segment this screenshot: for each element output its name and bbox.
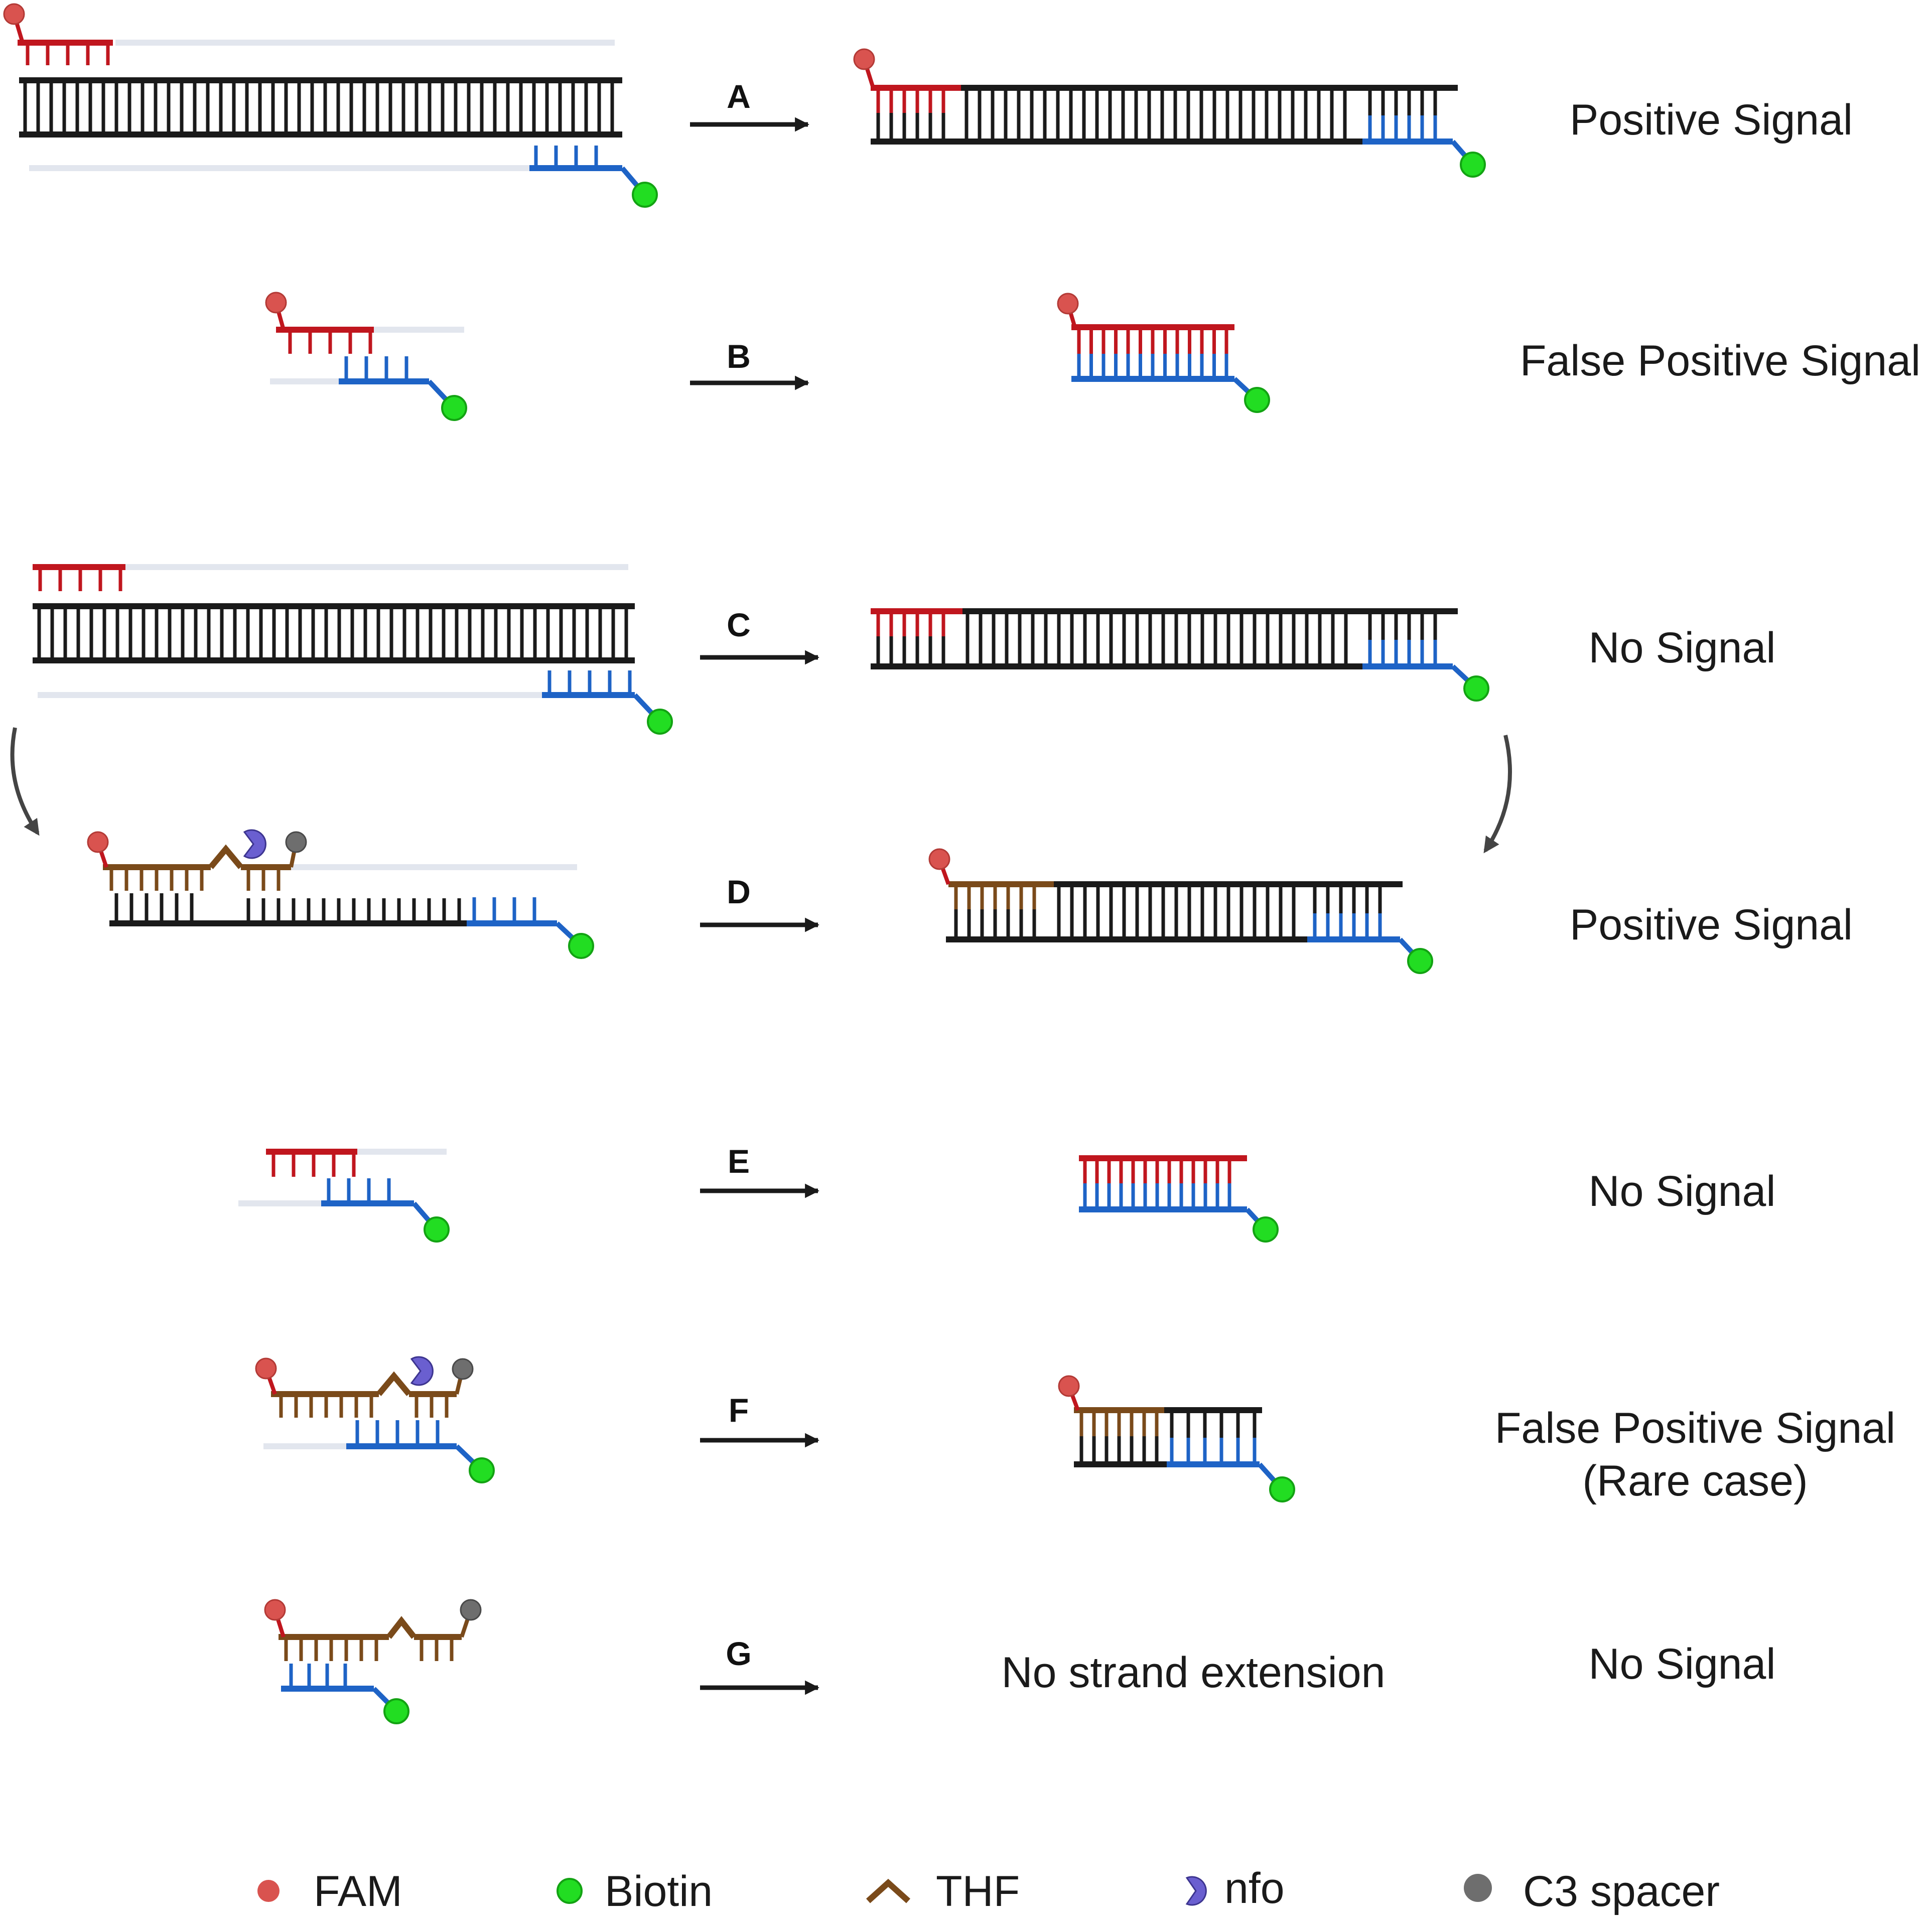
result-label-d: Positive Signal <box>1570 901 1853 949</box>
reaction-c-product <box>871 608 1489 702</box>
step-e: E <box>700 1143 819 1198</box>
reaction-e-reactants <box>238 1149 450 1243</box>
reaction-d-product <box>928 848 1433 974</box>
c3-spacer-icon <box>1464 1874 1492 1902</box>
step-c: C <box>700 606 819 665</box>
reaction-g-reactants <box>264 1599 482 1724</box>
step-d: D <box>700 873 819 932</box>
thf-icon <box>386 1616 417 1639</box>
reaction-c-reactants <box>33 564 673 735</box>
biotin-icon <box>568 933 594 959</box>
step-label: D <box>727 873 751 910</box>
result-label-f-note: (Rare case) <box>1582 1457 1808 1505</box>
biotin-icon <box>1253 1216 1279 1243</box>
legend-label: C3 spacer <box>1523 1867 1720 1915</box>
reaction-e-product <box>1079 1155 1279 1243</box>
reaction-b-product <box>1057 293 1270 413</box>
legend-item-fam: FAM <box>257 1867 402 1915</box>
result-label-g: No Signal <box>1589 1640 1776 1688</box>
result-label-e: No Signal <box>1589 1167 1776 1215</box>
thf-icon <box>208 844 243 869</box>
fam-icon <box>264 1599 286 1621</box>
thf-icon <box>376 1371 411 1396</box>
result-label-f: False Positive Signal <box>1495 1404 1895 1452</box>
fam-icon <box>265 292 287 314</box>
step-f: F <box>700 1392 819 1448</box>
legend-item-thf: THF <box>866 1867 1020 1915</box>
fam-icon <box>255 1357 277 1380</box>
reaction-a-reactants <box>3 3 658 208</box>
biotin-icon <box>557 1878 583 1904</box>
nfo-icon <box>1185 1876 1207 1906</box>
c3-spacer-icon <box>285 831 307 853</box>
thf-icon <box>866 1878 911 1903</box>
nfo-icon <box>410 1356 434 1386</box>
legend-item-c3-spacer: C3 spacer <box>1464 1867 1720 1915</box>
result-label-a: Positive Signal <box>1570 96 1853 144</box>
step-label: E <box>728 1143 750 1180</box>
reaction-d-reactants <box>87 829 594 959</box>
fam-icon <box>257 1880 280 1902</box>
fam-icon <box>1057 293 1079 315</box>
biotin-icon <box>1269 1476 1295 1502</box>
fam-icon <box>3 3 25 25</box>
biotin-icon <box>1460 152 1486 178</box>
legend-item-nfo: nfo <box>1185 1864 1285 1912</box>
biotin-icon <box>632 182 658 208</box>
step-label: G <box>726 1635 751 1672</box>
step-b: B <box>690 338 809 390</box>
fam-icon <box>87 831 109 853</box>
reaction-f-reactants <box>255 1356 495 1483</box>
c3-spacer-icon <box>460 1599 482 1621</box>
nfo-icon <box>243 829 266 859</box>
result-label-c: No Signal <box>1589 624 1776 672</box>
biotin-icon <box>1407 948 1433 974</box>
biotin-icon <box>441 395 467 421</box>
legend-label: FAM <box>314 1867 402 1915</box>
step-label: B <box>727 338 751 375</box>
legend: FAM Biotin THF nfo C3 spacer <box>257 1864 1720 1915</box>
fam-icon <box>928 848 950 870</box>
step-label: A <box>727 78 751 115</box>
step-g: G <box>700 1635 819 1695</box>
legend-label: THF <box>936 1867 1020 1915</box>
biotin-icon <box>1463 675 1489 702</box>
legend-item-biotin: Biotin <box>557 1867 713 1915</box>
legend-label: nfo <box>1224 1864 1285 1912</box>
curved-arrow-right <box>1483 735 1512 854</box>
step-label: F <box>729 1392 749 1429</box>
fam-icon <box>853 48 875 70</box>
biotin-icon <box>647 709 673 735</box>
reaction-b-reactants <box>265 292 467 421</box>
reaction-a-product <box>853 48 1486 178</box>
biotin-icon <box>424 1216 450 1243</box>
step-label: C <box>727 606 751 643</box>
biotin-icon <box>1244 387 1270 413</box>
curved-arrow-left <box>10 727 40 836</box>
step-a: A <box>690 78 809 132</box>
product-text-g: No strand extension <box>1002 1649 1386 1697</box>
molecules <box>3 3 1489 1724</box>
fam-icon <box>1058 1375 1080 1397</box>
reaction-f-product <box>1058 1375 1295 1502</box>
biotin-icon <box>469 1457 495 1483</box>
c3-spacer-icon <box>452 1358 474 1380</box>
result-label-b: False Positive Signal <box>1520 337 1920 385</box>
biotin-icon <box>383 1698 409 1724</box>
legend-label: Biotin <box>605 1867 713 1915</box>
